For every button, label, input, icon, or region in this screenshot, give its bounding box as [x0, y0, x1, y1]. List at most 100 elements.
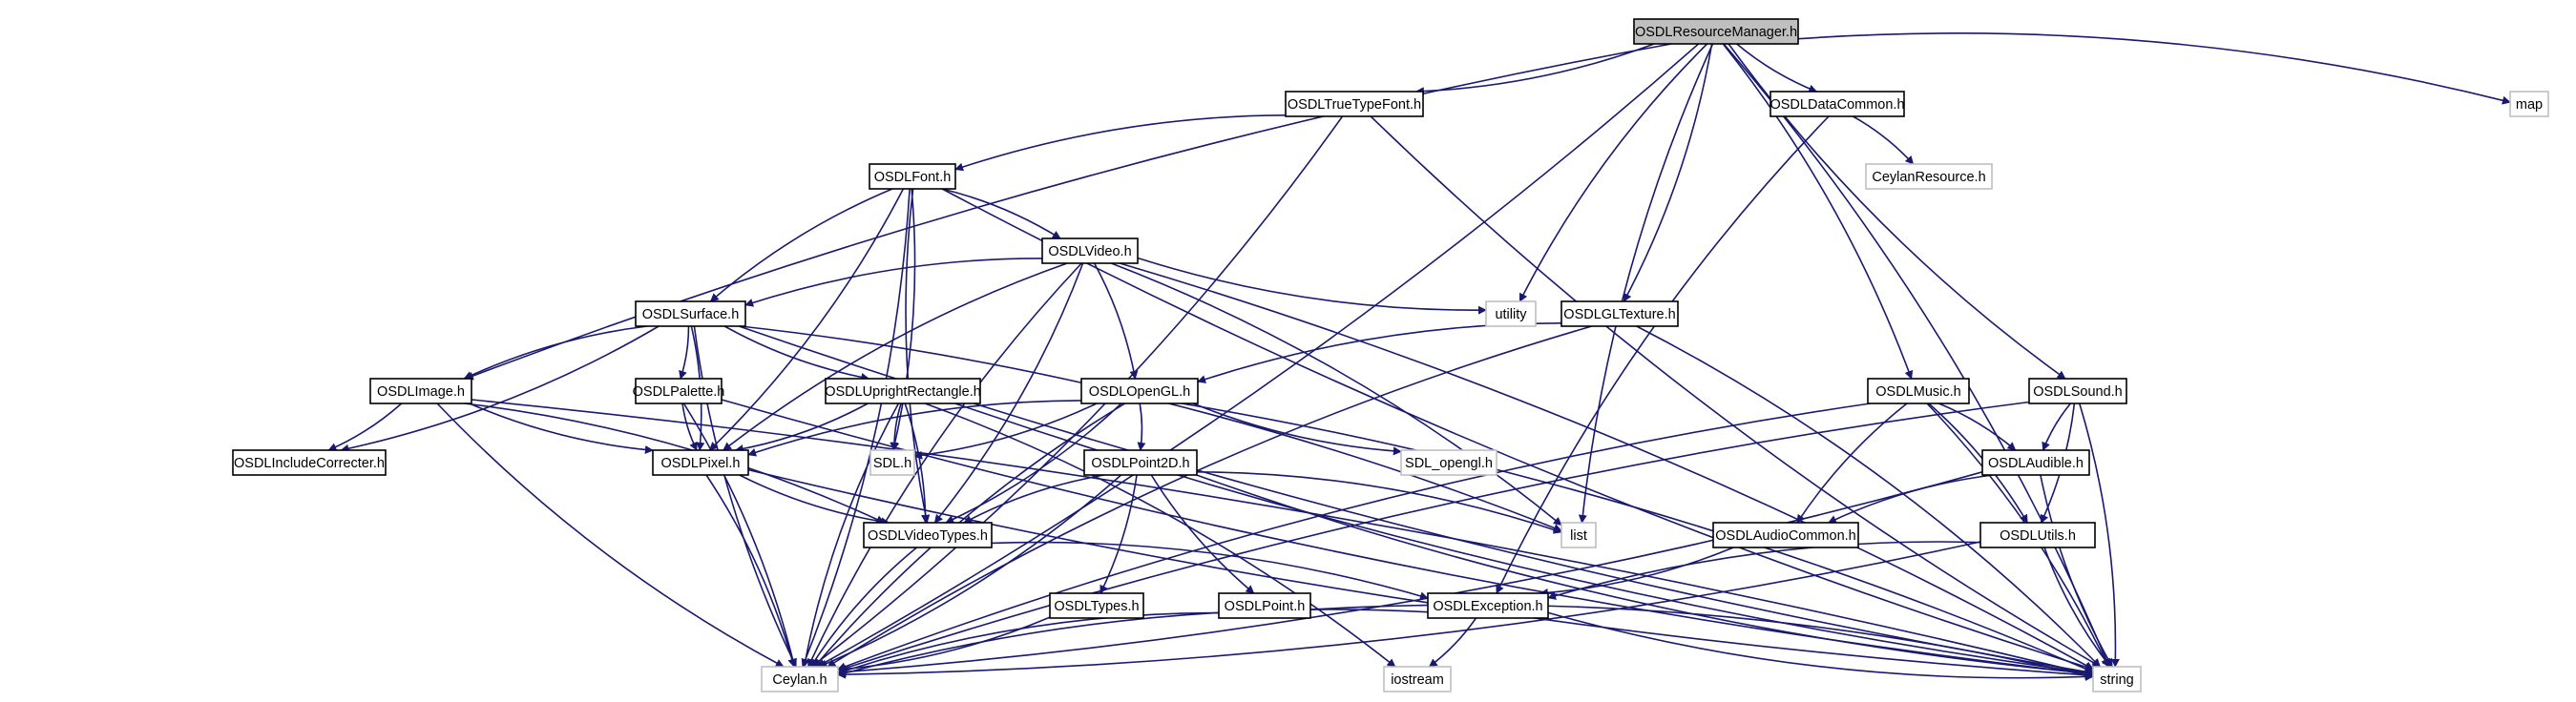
edge-music-to-audible: [1937, 403, 2017, 451]
edge-image-to-pixel: [469, 403, 654, 454]
edge-opengl-to-point2d: [1137, 403, 1146, 451]
node-videotypes[interactable]: OSDLVideoTypes.h: [863, 522, 993, 548]
node-box-palette: [635, 378, 723, 404]
node-gltexture[interactable]: OSDLGLTexture.h: [1560, 300, 1679, 327]
edge-surface-to-palette: [679, 325, 690, 380]
node-label-upright: OSDLUprightRectangle.h: [825, 384, 981, 400]
edge-video-to-pixel: [723, 262, 1068, 451]
edge-image-to-includecorr: [327, 403, 403, 451]
edge-font-to-video: [941, 188, 1061, 239]
edge-upright-to-pixel: [734, 403, 869, 453]
node-sound[interactable]: OSDLSound.h: [2028, 378, 2127, 404]
edge-utils-to-ceylan: [837, 541, 1981, 679]
edge-exception-to-iostream: [1428, 617, 1477, 668]
edge-gltexture-to-ceylan: [827, 325, 1593, 668]
node-box-opengl: [1080, 378, 1199, 404]
edge-audible-to-string: [2040, 474, 2113, 668]
edge-point-to-ceylan: [837, 611, 1220, 675]
edge-opengl-to-sdlopengl: [1192, 403, 1402, 456]
edge-audiocommon-to-exception: [1539, 547, 1734, 597]
edge-ttf-to-font: [954, 114, 1287, 172]
node-datacommon[interactable]: OSDLDataCommon.h: [1770, 91, 1905, 117]
node-music[interactable]: OSDLMusic.h: [1867, 378, 1970, 404]
edge-video-to-ceylan: [807, 262, 1082, 668]
node-label-sdlopengl: SDL_opengl.h: [1405, 456, 1493, 471]
edge-video-to-utility: [1137, 257, 1487, 315]
node-includecorr[interactable]: OSDLIncludeCorrecter.h: [232, 449, 387, 476]
node-box-ceylanres: [1865, 163, 1993, 190]
edge-music-to-ceylan: [837, 403, 1871, 671]
node-box-types: [1049, 592, 1144, 619]
edge-utils-to-string: [2043, 547, 2111, 668]
edge-sound-to-string: [2079, 403, 2120, 668]
edge-sound-to-audible: [2042, 403, 2072, 451]
node-box-point: [1218, 592, 1311, 619]
node-label-list: list: [1570, 528, 1587, 544]
node-types[interactable]: OSDLTypes.h: [1049, 592, 1144, 619]
edge-pixel-to-videotypes: [739, 474, 890, 526]
node-audible[interactable]: OSDLAudible.h: [1981, 449, 2090, 476]
edge-video-to-list: [1111, 262, 1562, 526]
node-box-sdlopengl: [1400, 449, 1497, 476]
edge-resmgr-to-gltexture: [1623, 43, 1713, 302]
edge-resmgr-to-string: [1723, 43, 2110, 668]
node-label-videotypes: OSDLVideoTypes.h: [868, 528, 988, 544]
node-label-utility: utility: [1495, 307, 1527, 322]
edge-video-to-opengl: [1093, 262, 1139, 380]
node-pixel[interactable]: OSDLPixel.h: [652, 449, 749, 476]
edge-videotypes-to-ceylan: [809, 547, 918, 668]
node-resmgr[interactable]: OSDLResourceManager.h: [1633, 18, 1799, 45]
edge-upright-to-ceylan: [801, 403, 900, 668]
edge-image-to-string: [471, 399, 2094, 678]
edge-point2d-to-string: [1196, 474, 2094, 678]
node-label-map: map: [2516, 97, 2543, 113]
node-sdlh: SDL.h: [869, 449, 915, 476]
node-box-map: [2509, 91, 2549, 117]
node-palette[interactable]: OSDLPalette.h: [633, 378, 725, 404]
node-video[interactable]: OSDLVideo.h: [1041, 237, 1139, 264]
node-label-exception: OSDLException.h: [1433, 599, 1542, 614]
node-utility: utility: [1485, 300, 1537, 327]
node-point2d[interactable]: OSDLPoint2D.h: [1083, 449, 1198, 476]
node-box-audiocommon: [1712, 522, 1859, 548]
edge-exception-to-string: [1547, 611, 2094, 681]
edge-pixel-to-string: [747, 468, 2094, 680]
node-box-font: [869, 163, 956, 190]
node-point[interactable]: OSDLPoint.h: [1218, 592, 1311, 619]
node-utils[interactable]: OSDLUtils.h: [1979, 522, 2096, 548]
edge-resmgr-to-ceylan: [816, 43, 1700, 668]
node-upright[interactable]: OSDLUprightRectangle.h: [825, 378, 981, 404]
node-box-string: [2092, 666, 2142, 692]
node-exception[interactable]: OSDLException.h: [1427, 592, 1549, 619]
node-audiocommon[interactable]: OSDLAudioCommon.h: [1712, 522, 1859, 548]
node-ceylan: Ceylan.h: [761, 666, 839, 692]
node-opengl[interactable]: OSDLOpenGL.h: [1080, 378, 1199, 404]
edge-palette-to-ceylan: [682, 403, 797, 668]
edge-resmgr-to-list: [1578, 43, 1714, 524]
edge-upright-to-iostream: [924, 403, 1396, 668]
node-box-utility: [1485, 300, 1537, 327]
node-box-audible: [1981, 449, 2090, 476]
edge-point2d-to-types: [1100, 474, 1138, 594]
node-label-surface: OSDLSurface.h: [642, 307, 740, 322]
node-surface[interactable]: OSDLSurface.h: [635, 300, 746, 327]
node-label-ceylan: Ceylan.h: [772, 672, 827, 688]
node-font[interactable]: OSDLFont.h: [869, 163, 956, 190]
node-box-iostream: [1383, 666, 1452, 692]
edge-video-to-string: [1119, 262, 2094, 671]
node-label-includecorr: OSDLIncludeCorrecter.h: [234, 456, 385, 471]
node-image[interactable]: OSDLImage.h: [369, 378, 472, 404]
node-ttf[interactable]: OSDLTrueTypeFont.h: [1285, 91, 1424, 117]
node-label-iostream: iostream: [1391, 672, 1444, 688]
edge-image-to-videotypes: [464, 403, 886, 524]
node-label-audible: OSDLAudible.h: [1988, 456, 2084, 471]
edge-surface-to-includecorr: [340, 325, 660, 453]
edges-layer: [327, 32, 2511, 681]
edge-font-to-videotypes: [905, 188, 931, 524]
edge-opengl-to-sdlh: [913, 403, 1098, 460]
edge-resmgr-to-map: [1797, 32, 2511, 105]
edge-videotypes-to-exception: [991, 541, 1429, 601]
node-box-point2d: [1083, 449, 1198, 476]
node-box-sdlh: [869, 449, 915, 476]
edge-font-to-surface: [709, 188, 893, 302]
